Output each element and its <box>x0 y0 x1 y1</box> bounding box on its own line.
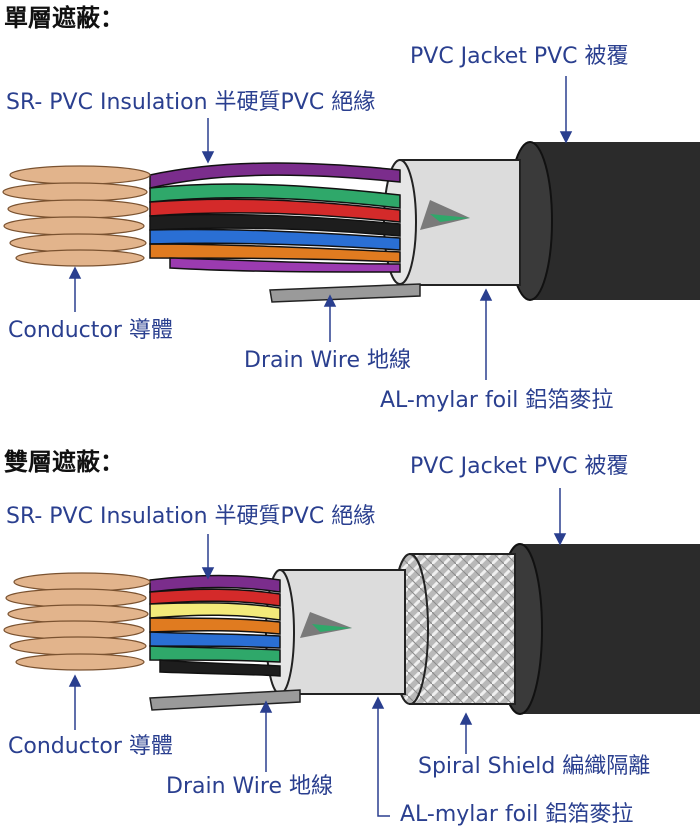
label-insulation-top: SR- PVC Insulation 半硬質PVC 絕緣 <box>6 90 376 115</box>
drain-wire-top <box>269 283 421 303</box>
label-insulation-bottom: SR- PVC Insulation 半硬質PVC 絕緣 <box>6 504 376 529</box>
insulated-wires-bottom <box>149 574 281 677</box>
label-conductor-top: Conductor 導體 <box>8 318 173 343</box>
foil-top <box>383 159 521 286</box>
leader-lines-top <box>68 76 573 380</box>
section-heading-single-shield: 單層遮蔽： <box>4 4 124 32</box>
copper-conductor-bottom <box>3 572 151 671</box>
label-drain-wire-top: Drain Wire 地線 <box>244 348 411 373</box>
label-drain-wire-bottom: Drain Wire 地線 <box>166 774 333 799</box>
single-shield-cable-diagram <box>2 76 700 380</box>
copper-conductor-top <box>2 165 151 267</box>
label-pvc-jacket-top: PVC Jacket PVC 被覆 <box>410 44 629 69</box>
double-shield-cable-diagram <box>3 488 700 817</box>
label-spiral-shield-bottom: Spiral Shield 編織隔離 <box>418 754 651 779</box>
jacket-top <box>507 141 700 301</box>
spiral-shield-bottom <box>391 553 516 705</box>
foil-bottom <box>265 569 406 695</box>
insulated-wires-top <box>149 162 401 273</box>
leader-lines-bottom <box>68 488 567 817</box>
label-pvc-jacket-bottom: PVC Jacket PVC 被覆 <box>410 454 629 479</box>
section-heading-double-shield: 雙層遮蔽： <box>4 448 124 476</box>
drain-wire-bottom <box>149 689 301 711</box>
label-foil-top: AL-mylar foil 鋁箔麥拉 <box>380 388 614 413</box>
label-conductor-bottom: Conductor 導體 <box>8 734 173 759</box>
jacket-bottom <box>497 543 700 715</box>
label-foil-bottom: AL-mylar foil 鋁箔麥拉 <box>400 802 634 827</box>
